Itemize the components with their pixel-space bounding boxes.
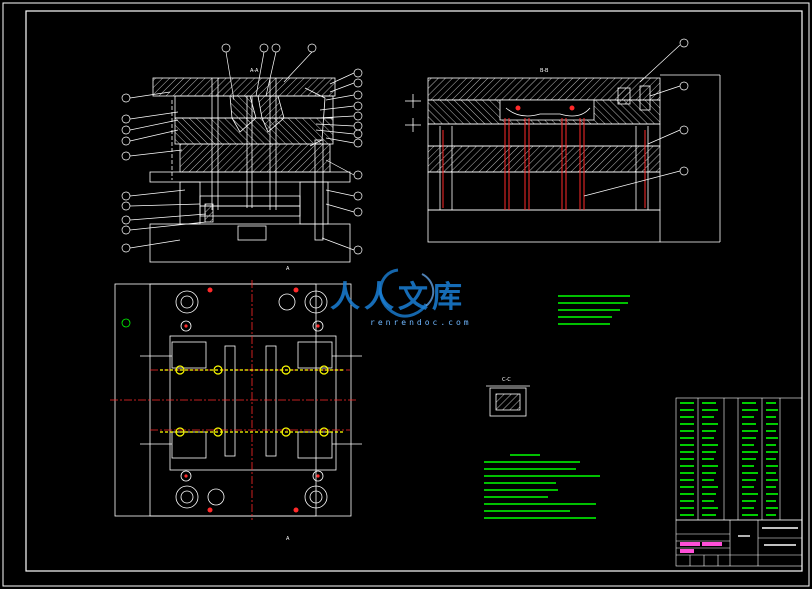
left-section-view [149,77,351,263]
plan-red-marks [184,287,320,513]
technical-notes-lower [484,454,600,519]
parts-list-text [680,402,778,516]
right-ejector-pins [442,105,646,210]
parts-list [675,397,803,521]
detail-label: C-C [502,377,511,383]
plan-green-balloon [121,318,131,328]
left-balloons [121,43,363,255]
plan-label-bottom: A [286,536,290,542]
title-block [675,519,803,567]
inner-frame [25,10,803,572]
title-block-marks [680,527,798,553]
crosshair-marks [405,94,421,132]
right-balloons [583,38,689,197]
detail-view [486,385,530,417]
plan-centerlines [110,280,356,520]
section-left-label: A-A [250,68,259,74]
section-right-label: B-B [540,68,549,74]
plan-view [114,283,362,517]
technical-notes-upper [558,295,630,325]
plan-label-top: A [286,266,290,272]
plan-highlights [160,365,345,437]
right-section-view [427,74,721,243]
